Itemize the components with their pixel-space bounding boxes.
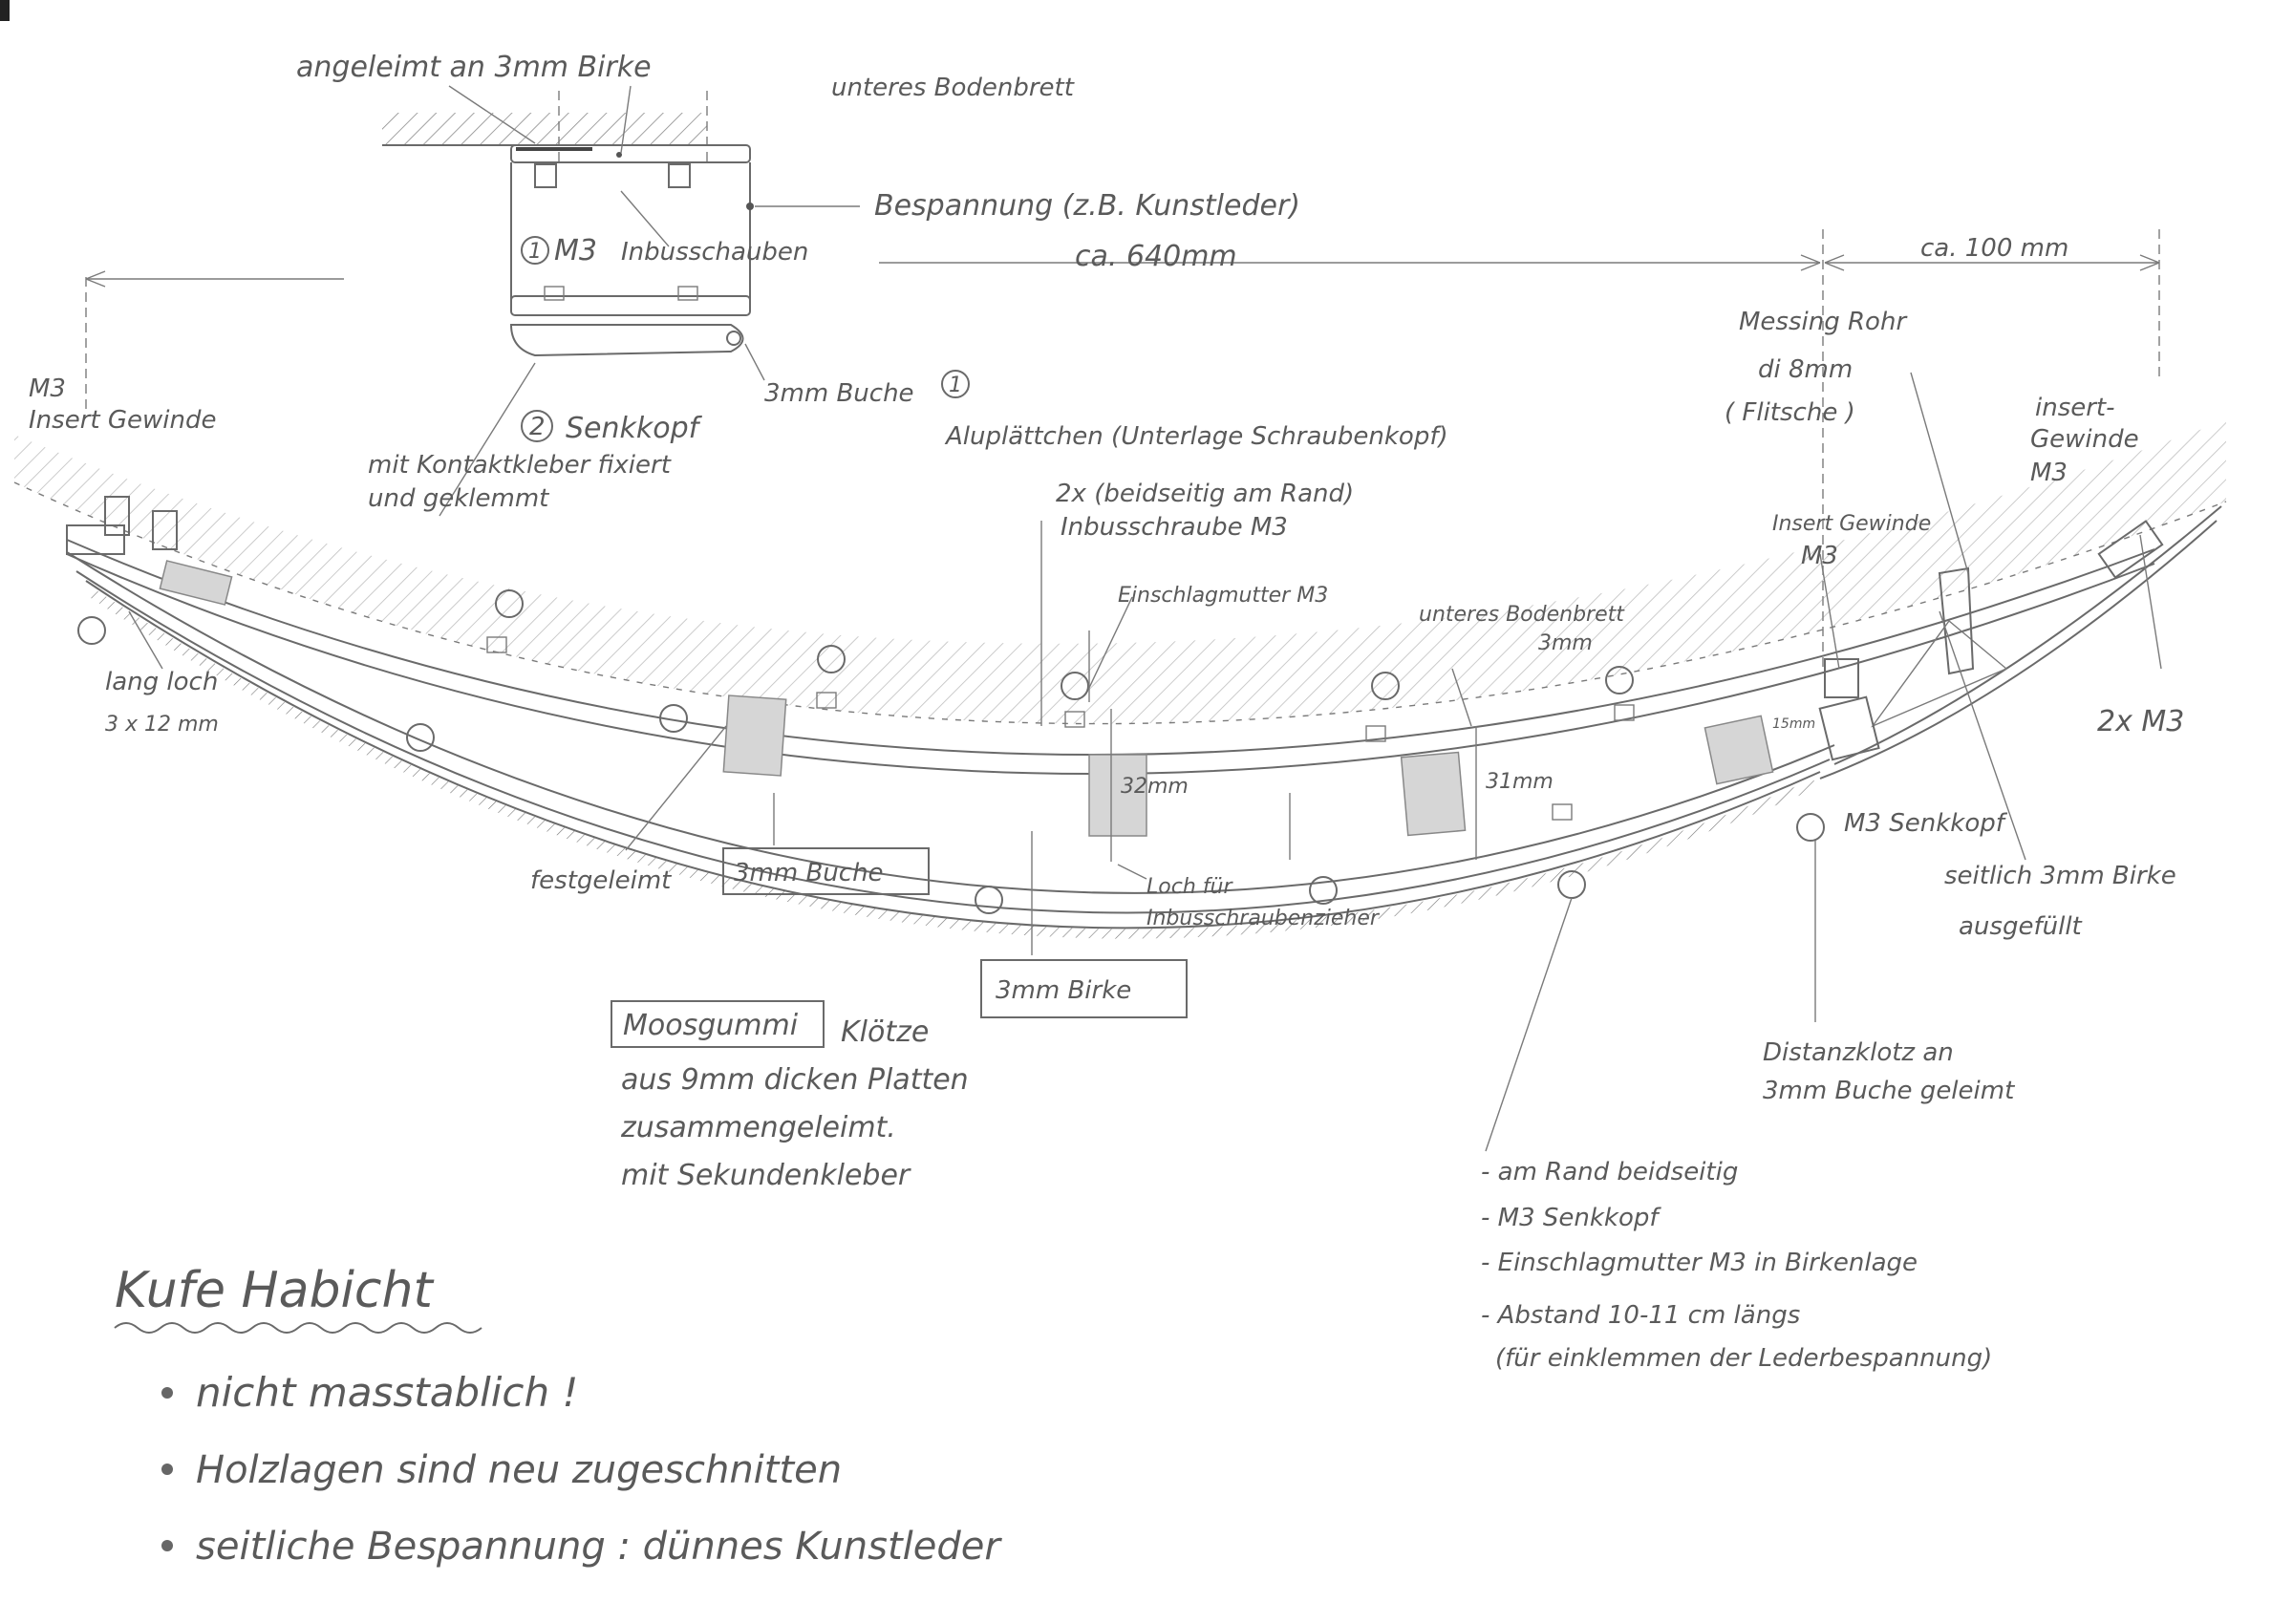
moss-box-label: Moosgummi <box>623 1009 799 1042</box>
note-3: - Einschlagmutter M3 in Birkenlage <box>1481 1249 1918 1277</box>
upper-board-hatch <box>382 113 707 145</box>
dim-31-label: 31mm <box>1486 770 1554 794</box>
tee-nut-label: Einschlagmutter M3 <box>1118 584 1328 608</box>
bullet-3-dot <box>161 1540 173 1551</box>
insert-mid-m3-label: M3 <box>1801 542 1838 570</box>
side-birch-label: seitlich 3mm Birke <box>1944 862 2176 890</box>
drawing-title: Kufe Habicht <box>115 1262 434 1319</box>
note-2: - M3 Senkkopf <box>1481 1204 1661 1232</box>
title-underline <box>114 1322 482 1334</box>
slot-label: lang loch <box>105 668 218 696</box>
side-birch-filled-label: ausgefüllt <box>1959 912 2083 941</box>
upper-board-hatch-main <box>14 420 2226 724</box>
moss-plates-label: aus 9mm dicken Platten <box>621 1063 969 1097</box>
bullet-1-dot <box>161 1387 173 1399</box>
runner-profile: 1 <box>13 370 2227 1152</box>
alu-label: Aluplättchen (Unterlage Schraubenkopf) <box>944 422 1448 451</box>
dim-32-label: 32mm <box>1121 775 1189 799</box>
beech-box <box>722 847 930 895</box>
ref-1-label: 1 <box>949 374 962 397</box>
two-x-screw-label: Inbusschraube M3 <box>1061 513 1288 542</box>
fix-line-2: und geklemmt <box>368 484 549 513</box>
brass-use-label: ( Flitsche ) <box>1725 398 1855 427</box>
glued-label: angeleimt an 3mm Birke <box>296 51 652 84</box>
dim-15-label: 15mm <box>1772 716 1815 732</box>
lower-board-thick-label: 3mm <box>1538 631 1593 655</box>
m3-left-label: M3 <box>29 374 66 403</box>
countersunk-label: Senkkopf <box>566 412 703 445</box>
lower-board-label: unteres Bodenbrett <box>1419 603 1625 627</box>
board-top-label: unteres Bodenbrett <box>831 74 1075 102</box>
fix-line-1: mit Kontaktkleber fixiert <box>368 451 672 480</box>
footer-notes: Kufe Habicht nicht masstablich ! Holzlag… <box>114 1262 1002 1569</box>
beech-detail-label: 3mm Buche <box>764 379 914 408</box>
runner-labels: M3 Insert Gewinde lang loch 3 x 12 mm Me… <box>29 308 2184 1373</box>
dimension-lines: ca. 640mm ca. 100 mm <box>85 229 2160 669</box>
moss-glued-label: zusammengeleimt. <box>620 1111 896 1144</box>
slot-size-label: 3 x 12 mm <box>105 713 219 737</box>
m3-countersunk-label: M3 Senkkopf <box>1844 809 2008 838</box>
bullet-1: nicht masstablich ! <box>196 1369 578 1416</box>
beech-box-label: 3mm Buche <box>734 859 884 887</box>
bullet-2: Holzlagen sind neu zugeschnitten <box>196 1448 842 1492</box>
insert-right-label-2: Gewinde <box>2030 425 2139 454</box>
two-m3-label: 2x M3 <box>2097 705 2184 738</box>
brass-label: Messing Rohr <box>1739 308 1908 336</box>
moss-blocks-label: Klötze <box>841 1015 929 1049</box>
birch-box <box>980 959 1188 1018</box>
insert-left-label: Insert Gewinde <box>29 406 216 435</box>
hole-tool-label: Inbusschraubenzieher <box>1146 907 1381 930</box>
screw-label: M3 <box>554 234 597 267</box>
spacer-label: Distanzklotz an <box>1763 1038 1954 1067</box>
glued-fixed-label: festgeleimt <box>530 866 672 895</box>
corner-mark <box>0 0 10 21</box>
spacer-glued-label: 3mm Buche geleimt <box>1763 1077 2015 1105</box>
cross-section-detail: angeleimt an 3mm Birke unteres Bodenbret… <box>296 51 1300 517</box>
screw-num: 1 <box>528 240 542 264</box>
end-dim-label: ca. 100 mm <box>1920 234 2068 263</box>
insert-mid-label: Insert Gewinde <box>1772 512 1931 536</box>
bullet-3: seitliche Bespannung : dünnes Kunstleder <box>196 1525 1002 1569</box>
screw-type-label: Inbusschauben <box>621 238 808 267</box>
hole-label: Loch für <box>1146 875 1233 899</box>
moss-super-glue-label: mit Sekundenkleber <box>621 1159 911 1192</box>
two-x-label: 2x (beidseitig am Rand) <box>1056 480 1354 508</box>
insert-right-label-3: M3 <box>2030 459 2068 487</box>
brass-dia-label: di 8mm <box>1758 355 1853 384</box>
note-4: - Abstand 10-11 cm längs <box>1481 1301 1800 1330</box>
screw-markers <box>486 636 1635 821</box>
reference-markers <box>77 370 1825 914</box>
length-dim-label: ca. 640mm <box>1075 240 1237 273</box>
insert-right-label: insert- <box>2035 394 2115 422</box>
moss-box <box>611 1000 825 1048</box>
note-5: (für einklemmen der Lederbespannung) <box>1495 1344 1992 1373</box>
birch-box-label: 3mm Birke <box>996 976 1131 1005</box>
note-1: - am Rand beidseitig <box>1481 1158 1738 1186</box>
covering-label: Bespannung (z.B. Kunstleder) <box>874 189 1300 223</box>
bullet-2-dot <box>161 1464 173 1475</box>
countersunk-num: 2 <box>529 413 546 441</box>
